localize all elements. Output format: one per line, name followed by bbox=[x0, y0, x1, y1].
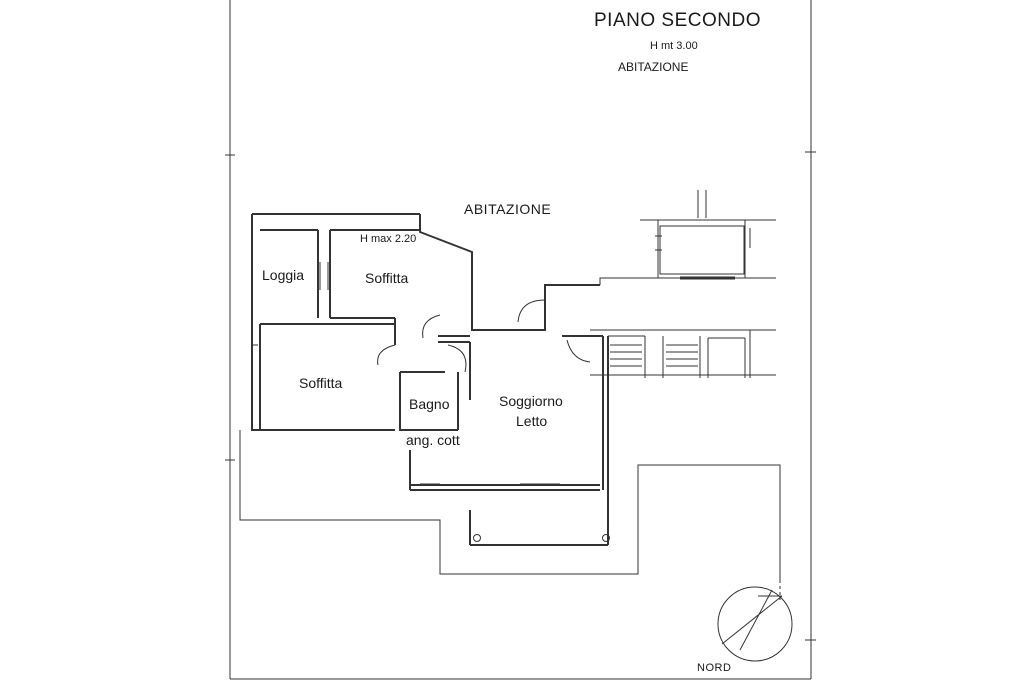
room-label-letto: Letto bbox=[516, 413, 548, 429]
north-compass-icon bbox=[718, 587, 792, 661]
sheet-height-note: H mt 3.00 bbox=[650, 40, 698, 52]
room-label-soggiorno: Soggiorno bbox=[499, 393, 563, 409]
room-label-angolo-cottura: ang. cott bbox=[406, 432, 460, 448]
lot-outline bbox=[240, 430, 780, 580]
plan-header-label: ABITAZIONE bbox=[464, 201, 552, 217]
compass-label: NORD bbox=[697, 662, 732, 674]
room-label-loggia: Loggia bbox=[262, 267, 305, 283]
ceiling-height-note: H max 2.20 bbox=[360, 233, 417, 245]
sheet-subtitle: ABITAZIONE bbox=[618, 60, 689, 74]
room-label-bagno: Bagno bbox=[409, 396, 450, 412]
adjacent-building bbox=[590, 190, 776, 378]
door-swings bbox=[378, 300, 590, 372]
room-label-soffitta-top: Soffitta bbox=[365, 270, 409, 286]
sheet-title: PIANO SECONDO bbox=[594, 10, 761, 31]
room-label-soffitta-bottom: Soffitta bbox=[299, 375, 343, 391]
window-marks bbox=[252, 262, 560, 484]
dwelling-walls bbox=[252, 214, 608, 545]
